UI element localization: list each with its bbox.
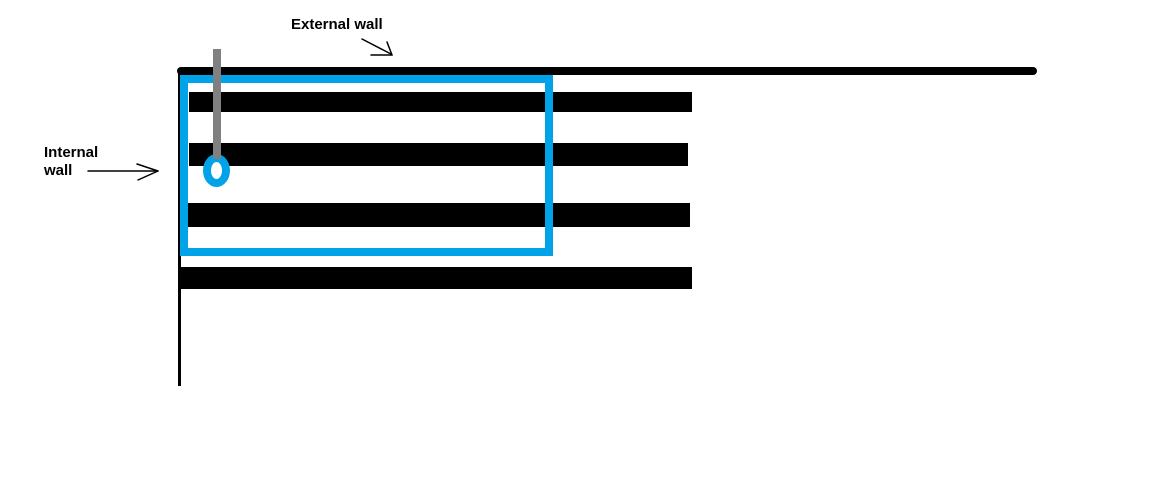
internal-wall-bar-1: [189, 92, 692, 112]
highlight-rectangle: [180, 75, 553, 256]
internal-wall-bar-2: [189, 143, 688, 166]
boundary-line: [178, 71, 181, 386]
internal-wall-label: Internal wall: [44, 144, 99, 179]
external-wall-line: [177, 67, 1037, 75]
plumb-line: [213, 49, 221, 159]
external-wall-label: External wall: [291, 16, 383, 33]
internal-wall-bar-3: [188, 203, 690, 227]
internal-wall-bar-4: [179, 267, 692, 289]
